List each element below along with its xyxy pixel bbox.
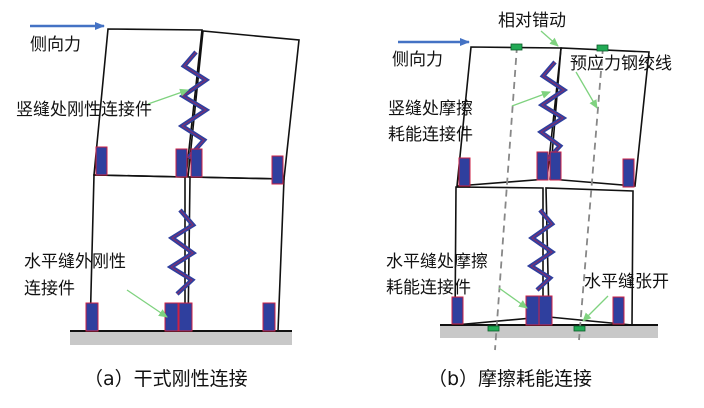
panel-a-block-upper-mid2 [190, 148, 203, 178]
panel-a-wall-upper-left [93, 28, 203, 178]
panel-a-caption: （a）干式刚性连接 [84, 368, 248, 390]
panel-a-vertical-connector-lower-edge [170, 209, 194, 295]
panel-b-wall-upper-right [549, 47, 650, 187]
panel-b-block-base-mid2 [538, 295, 553, 326]
panel-b-horizontal-joint-label-line1: 水平缝处摩擦 [386, 252, 488, 272]
panel-b-relative-slip-label: 相对错动 [498, 11, 566, 31]
panel-b-strand-right [578, 46, 604, 341]
panel-b-vertical-connector-lower-edge [530, 209, 553, 291]
panel-a-block-base-left [85, 302, 99, 332]
panel-b-leader-slip [540, 30, 559, 47]
panel-b-ground [440, 325, 658, 338]
panel-a-vertical-connector-upper-edge [181, 51, 207, 159]
panel-a-horizontal-joint-label-line1: 水平缝外刚性 [24, 252, 126, 272]
panel-a-block-base-right [262, 302, 276, 332]
panel-b-structure [398, 30, 658, 351]
panel-a-block-base-mid2 [178, 302, 193, 332]
panel-b-caption: （b）摩擦耗能连接 [428, 368, 593, 390]
panel-a-block-upper-right [271, 155, 284, 185]
panel-a-ground [70, 331, 292, 345]
panel-b-strand-label: 预应力钢绞线 [570, 54, 672, 74]
panel-b-leader-strand [575, 71, 598, 109]
panel-b-gap-label: 水平缝张开 [584, 272, 669, 292]
panel-b-vertical-joint-label-line2: 耗能连接件 [388, 125, 473, 145]
panel-b-wall-lower-left [454, 186, 544, 326]
panel-b-force-label: 侧向力 [392, 50, 443, 70]
panel-b-wall-lower-right [545, 187, 634, 326]
panel-b-block-upper-mid1 [536, 151, 549, 181]
panel-b-leader-horizontal [498, 287, 528, 309]
panel-a-wall-upper-right [187, 30, 300, 180]
panel-a-force-label: 侧向力 [30, 35, 81, 55]
panel-b-leader-vertical [511, 91, 551, 107]
panel-b-vertical-connector-upper-edge [540, 61, 565, 161]
panel-b-block-base-right [612, 296, 625, 325]
panel-b-horizontal-joint-label-line2: 耗能连接件 [386, 278, 471, 298]
panel-a-leader-horizontal [126, 289, 168, 318]
panel-a-horizontal-joint-label-line2: 连接件 [24, 279, 75, 299]
panel-b-anchor-top-right [596, 44, 609, 52]
panel-b-block-base-left [451, 296, 464, 325]
panel-b-leader-gap [582, 295, 609, 322]
panel-b-vertical-joint-label-line1: 竖缝处摩擦 [388, 99, 473, 119]
panel-b-block-upper-right [622, 158, 635, 188]
panel-b-block-upper-left [458, 157, 471, 187]
panel-b-block-upper-mid2 [549, 151, 562, 181]
panel-b-block-base-mid1 [525, 295, 540, 326]
panel-a-structure [30, 22, 300, 345]
panel-a-block-upper-left [95, 146, 108, 176]
panel-b-strand-left [494, 45, 518, 351]
panel-a-vertical-joint-label: 竖缝处刚性连接件 [16, 100, 152, 120]
panel-a-leader-vertical [147, 88, 189, 105]
panel-b-anchor-base-right [573, 325, 586, 332]
panel-a-vertical-connector-lower [166, 208, 198, 296]
panel-b-anchor-base-left [487, 325, 500, 332]
panel-b-anchor-top-left [510, 43, 523, 51]
panel-a-block-upper-mid1 [175, 148, 188, 178]
